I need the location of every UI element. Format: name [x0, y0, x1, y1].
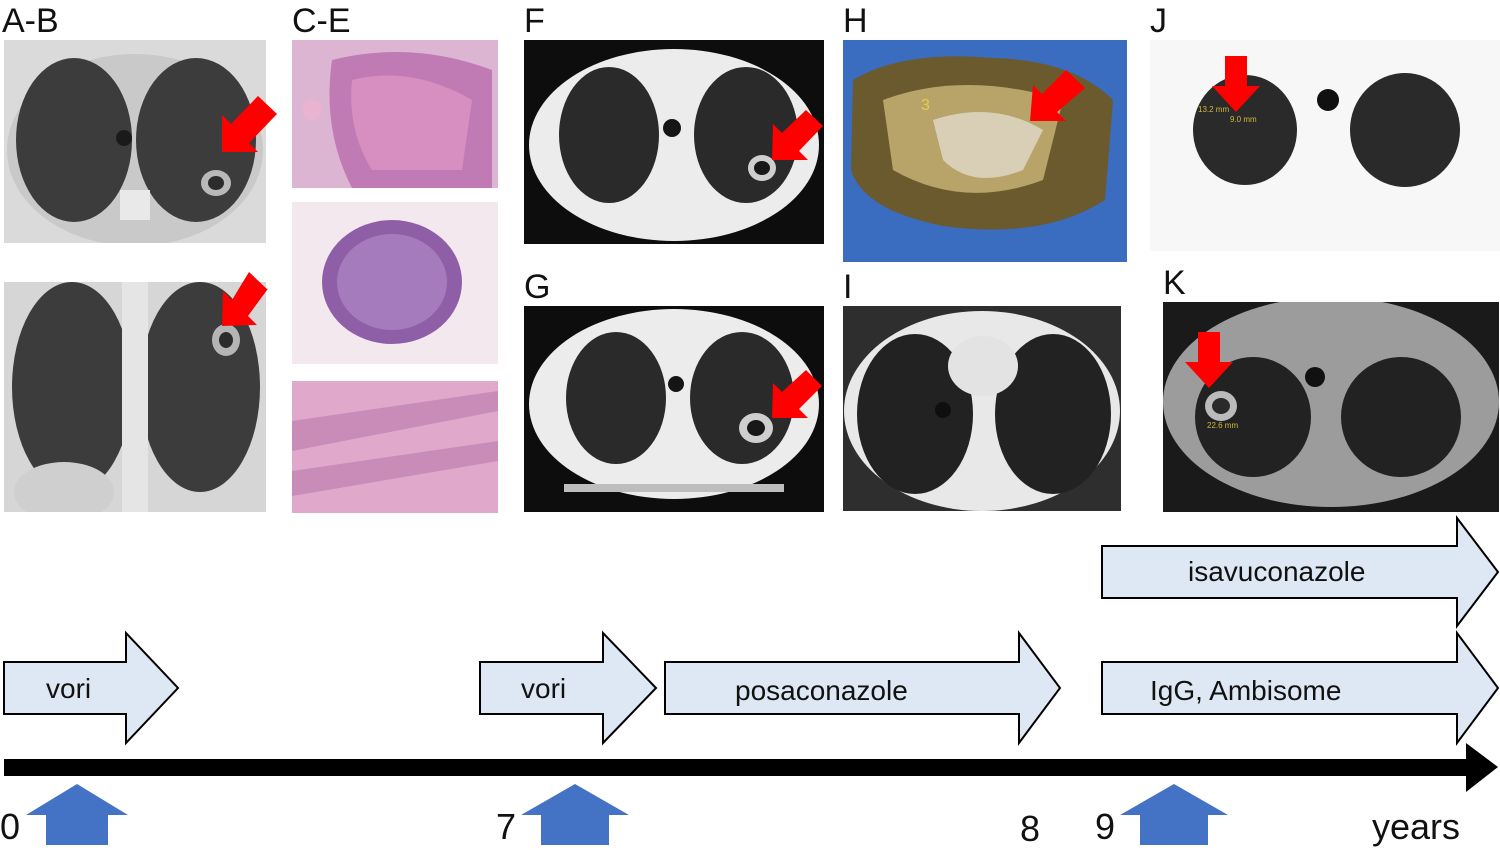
event-arrow-year-0 — [26, 784, 128, 845]
lesion-pointer-g — [772, 370, 822, 418]
timeline-arrowhead — [1466, 743, 1498, 792]
treatment-arrow-igg-ambisome — [1101, 629, 1500, 747]
treatment-arrow-isavuconazole — [1101, 515, 1500, 629]
panel-label-ce: C-E — [292, 2, 351, 40]
treatment-arrow-vori-1 — [3, 630, 180, 746]
ct-image-i — [843, 306, 1121, 511]
treatment-label-isavuconazole: isavuconazole — [1188, 556, 1366, 587]
event-arrow-year-7 — [521, 784, 629, 845]
ct-image-b — [4, 282, 266, 512]
treatment-arrow-posaconazole — [664, 629, 1062, 747]
timeline-label-8: 8 — [1020, 808, 1041, 849]
treatment-label-igg-ambisome: IgG, Ambisome — [1150, 675, 1342, 706]
panel-label-i: I — [843, 268, 853, 306]
panel-label-f: F — [524, 2, 545, 40]
timeline-axis — [4, 759, 1466, 776]
lesion-pointer-j — [1212, 56, 1260, 112]
timeline-label-0: 0 — [0, 806, 21, 847]
panel-label-ab: A-B — [2, 2, 59, 40]
measurement-k-1: 22.6 mm — [1207, 421, 1238, 430]
timeline-label-9: 9 — [1095, 806, 1116, 847]
timeline-unit-label: years — [1372, 806, 1461, 847]
lesion-pointer-h — [1030, 70, 1085, 121]
treatment-label-vori-2: vori — [521, 673, 567, 704]
measurement-j-2: 9.0 mm — [1230, 115, 1257, 124]
event-arrow-year-9 — [1120, 784, 1228, 845]
lesion-pointer-a — [222, 96, 277, 152]
treatment-label-posaconazole: posaconazole — [735, 675, 908, 706]
ct-image-j: 13.2 mm 9.0 mm — [1150, 40, 1500, 251]
histology-image-e — [292, 381, 498, 513]
histology-image-d — [292, 202, 498, 364]
histology-image-c — [292, 40, 498, 188]
treatment-label-vori-1: vori — [46, 673, 92, 704]
panel-label-g: G — [524, 268, 551, 306]
panel-label-j: J — [1150, 2, 1167, 40]
timeline-label-7: 7 — [496, 806, 517, 847]
lesion-pointer-f — [772, 110, 823, 160]
panel-label-k: K — [1163, 264, 1186, 302]
lesion-pointer-b — [222, 272, 268, 326]
lesion-pointer-k — [1185, 332, 1233, 388]
panel-label-h: H — [843, 2, 868, 40]
treatment-arrow-vori-2 — [479, 630, 658, 746]
specimen-number: 3 — [921, 97, 930, 114]
measurement-j-1: 13.2 mm — [1198, 105, 1229, 114]
ct-image-k: 22.6 mm — [1163, 302, 1499, 512]
